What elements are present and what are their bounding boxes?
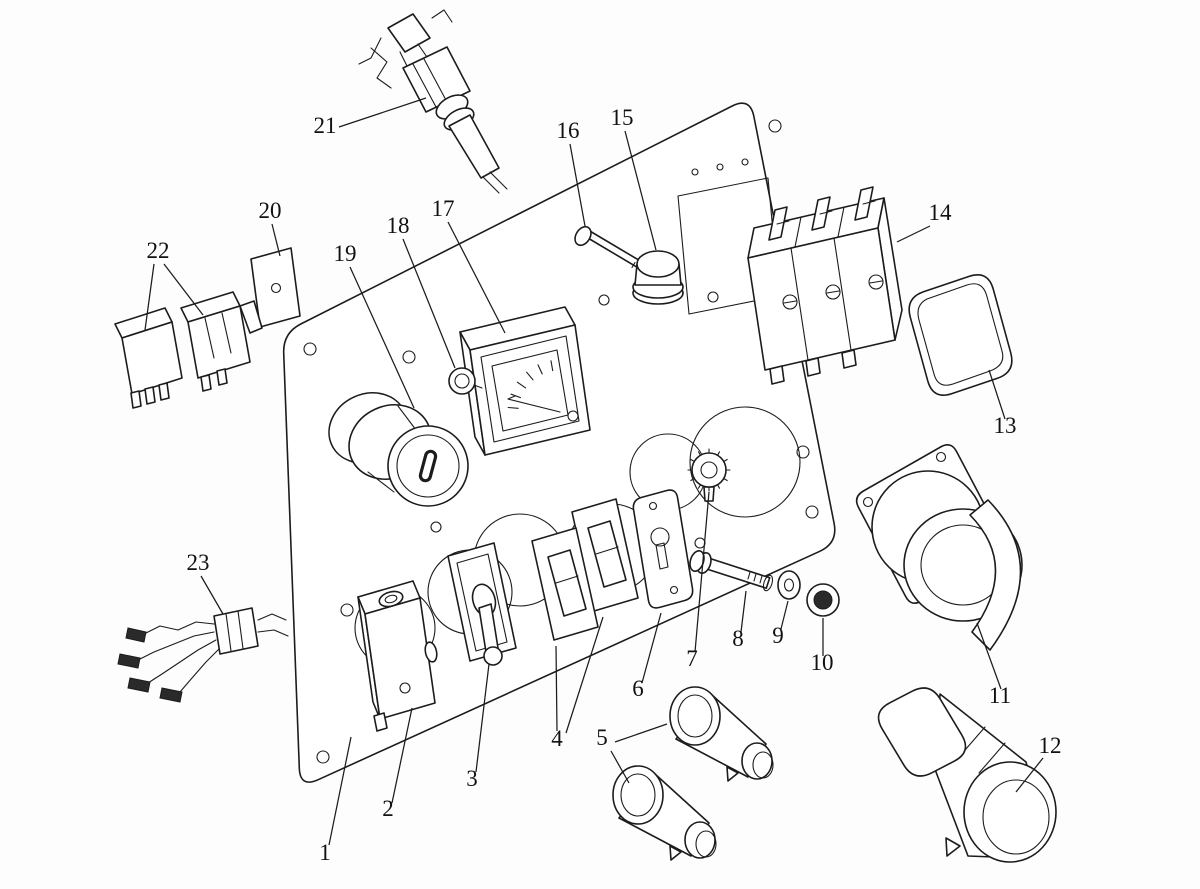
part-label-1: 1 (319, 840, 331, 865)
leader-lines (144, 97, 1044, 846)
part-label-17: 17 (432, 196, 455, 221)
leader-line-8 (740, 590, 747, 633)
leader-line-14 (896, 225, 931, 243)
part-4-rocker-switches (531, 498, 639, 641)
part-13-cover-plate (908, 274, 1013, 396)
part-7-potentiometer (687, 448, 731, 502)
part-label-6: 6 (632, 676, 644, 701)
side-lock (424, 641, 438, 663)
part-label-3: 3 (466, 766, 478, 791)
top-button (378, 590, 404, 608)
relay-block-right (180, 291, 263, 392)
part-label-7: 7 (686, 646, 698, 671)
part-23-wiring-harness (117, 607, 289, 703)
panel-mounting-holes (303, 119, 819, 764)
part-label-14: 14 (929, 200, 953, 225)
leader-line-17 (447, 221, 506, 334)
part-3-toggle-breaker (447, 542, 517, 666)
part-label-8: 8 (732, 626, 744, 651)
leader-line-20 (271, 223, 281, 257)
leader-line-22a (144, 263, 155, 331)
leader-line-19 (349, 266, 415, 409)
part-label-23: 23 (187, 550, 210, 575)
part-10-cap-nut (806, 583, 840, 617)
small-plug-lower (612, 765, 717, 861)
leader-line-4a (555, 645, 558, 732)
part-8-bolt (689, 550, 774, 592)
keyhole (650, 527, 670, 547)
part-6-key-switch-plate (632, 489, 694, 609)
part-labels: 1 2 3 4 5 6 7 8 9 10 11 12 13 14 15 16 1… (147, 105, 1062, 865)
leader-line-13 (988, 369, 1006, 420)
lever-ball (483, 646, 503, 666)
part-18-reset-button (448, 367, 483, 395)
leader-line-12 (1015, 757, 1044, 793)
leader-line-7 (694, 491, 710, 653)
part-17-hour-meter (459, 306, 591, 456)
relay-block-left (114, 307, 183, 409)
leader-line-23 (200, 575, 224, 615)
leader-line-3 (475, 663, 490, 773)
part-2-push-button-switch (357, 580, 438, 732)
part-14-circuit-breaker (747, 186, 903, 385)
leader-line-18 (402, 238, 456, 369)
leader-line-6 (641, 612, 662, 684)
part-label-19: 19 (334, 241, 357, 266)
meter-pivot (567, 410, 579, 422)
small-plug-upper (669, 686, 774, 782)
leader-line-16 (569, 143, 586, 227)
meter-tick-marks (507, 360, 554, 409)
leader-line-15 (624, 130, 657, 251)
part-20-spacer-plate (250, 247, 301, 328)
leader-line-21 (338, 97, 427, 128)
part-19-ignition-switch (328, 392, 469, 507)
part-label-10: 10 (811, 650, 834, 675)
leader-line-9 (780, 600, 789, 630)
part-label-16: 16 (557, 118, 580, 143)
leader-line-11 (976, 622, 1002, 690)
leader-line-2 (391, 707, 413, 804)
part-label-15: 15 (611, 105, 634, 130)
leader-line-5a (610, 750, 630, 784)
part-label-9: 9 (772, 623, 784, 648)
leader-line-4b (565, 616, 604, 734)
part-9-washer (777, 570, 801, 600)
part-label-2: 2 (382, 796, 394, 821)
part-5-small-plugs (612, 686, 774, 861)
key-slot (418, 449, 438, 483)
part-21-spark-plug-assembly (358, 9, 508, 194)
part-label-21: 21 (314, 113, 337, 138)
part-22-relay-connectors (114, 291, 263, 409)
leader-line-5b (614, 723, 668, 743)
part-label-22: 22 (147, 238, 170, 263)
part-label-4: 4 (551, 726, 563, 751)
part-label-13: 13 (994, 413, 1017, 438)
socket-lid (969, 499, 1022, 651)
leader-line-1 (328, 736, 352, 846)
part-11-panel-socket (855, 444, 1023, 651)
part-15-cap (632, 250, 684, 305)
part-12-plug (877, 687, 1057, 863)
part-label-11: 11 (989, 683, 1011, 708)
part-label-12: 12 (1039, 733, 1062, 758)
part-label-5: 5 (596, 725, 608, 750)
meter-needle (507, 395, 561, 413)
part-label-20: 20 (259, 198, 282, 223)
part-label-18: 18 (387, 213, 410, 238)
leader-line-22b (163, 263, 204, 316)
